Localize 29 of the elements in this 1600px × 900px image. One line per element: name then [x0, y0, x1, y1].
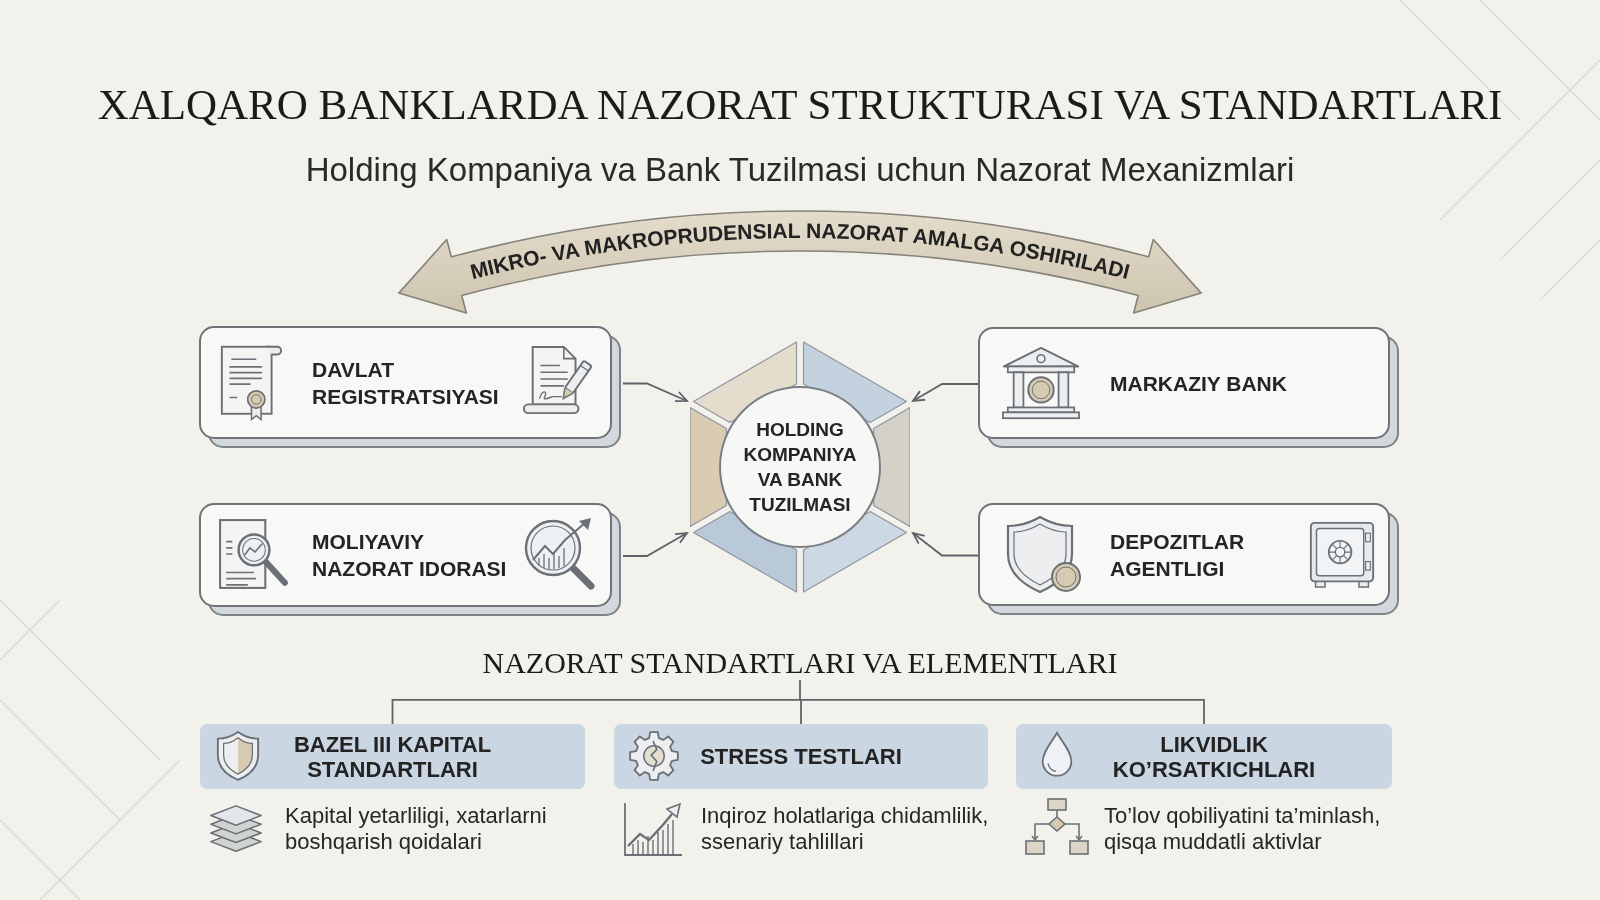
process-box: [199, 503, 623, 618]
node-title: MARKAZIY BANK: [1110, 370, 1287, 397]
connector-arrow: [622, 382, 689, 403]
node-title: MOLIYAVIY NAZORAT IDORASI: [312, 529, 508, 582]
connector-line: [391, 698, 801, 725]
band-title: BAZEL III KAPITAL STANDARTLARI: [292, 731, 493, 782]
diagram-title: XALQARO BANKLARDA NAZORAT STRUKTURASI VA STANDARTLARI: [97, 80, 1503, 130]
subtitle: Holding Kompaniya va Bank Tuzilmasi uchun Nazorat Mexanizmlari: [305, 150, 1295, 190]
process-box: [199, 326, 623, 450]
connector-arrow: [622, 531, 689, 557]
process-box: [978, 327, 1401, 450]
description-text: Inqiroz holatlariga chidamlilik, ssenariy tahlillari: [701, 803, 990, 855]
node-title: DAVLAT REGISTRATSIYASI: [312, 356, 500, 410]
node-title: DEPOZITLAR AGENTLIGI: [1110, 528, 1246, 582]
connector-line: [799, 698, 1205, 725]
connector-arrow: [911, 531, 979, 557]
band-title: LIKVIDLIK KO’RSATKICHLARI: [1111, 731, 1317, 782]
process-box: [978, 503, 1401, 617]
band-title: STRESS TESTLARI: [700, 744, 902, 769]
description-text: Kapital yetarliligi, xatarlarni boshqarish qoidalari: [285, 803, 548, 855]
connector-arrow: [911, 383, 979, 403]
category-band: [614, 724, 988, 789]
connector-line: [799, 698, 802, 725]
description-text: To’lov qobiliyatini ta’minlash, qisqa muddatli aktivlar: [1104, 803, 1382, 855]
section-heading: NAZORAT STANDARTLARI VA ELEMENTLARI: [482, 646, 1118, 680]
category-band: [200, 724, 585, 789]
category-band: [1016, 724, 1392, 789]
node-title: HOLDING KOMPANIYA VA BANK TUZILMASI: [742, 418, 858, 517]
connector-line: [799, 679, 801, 701]
